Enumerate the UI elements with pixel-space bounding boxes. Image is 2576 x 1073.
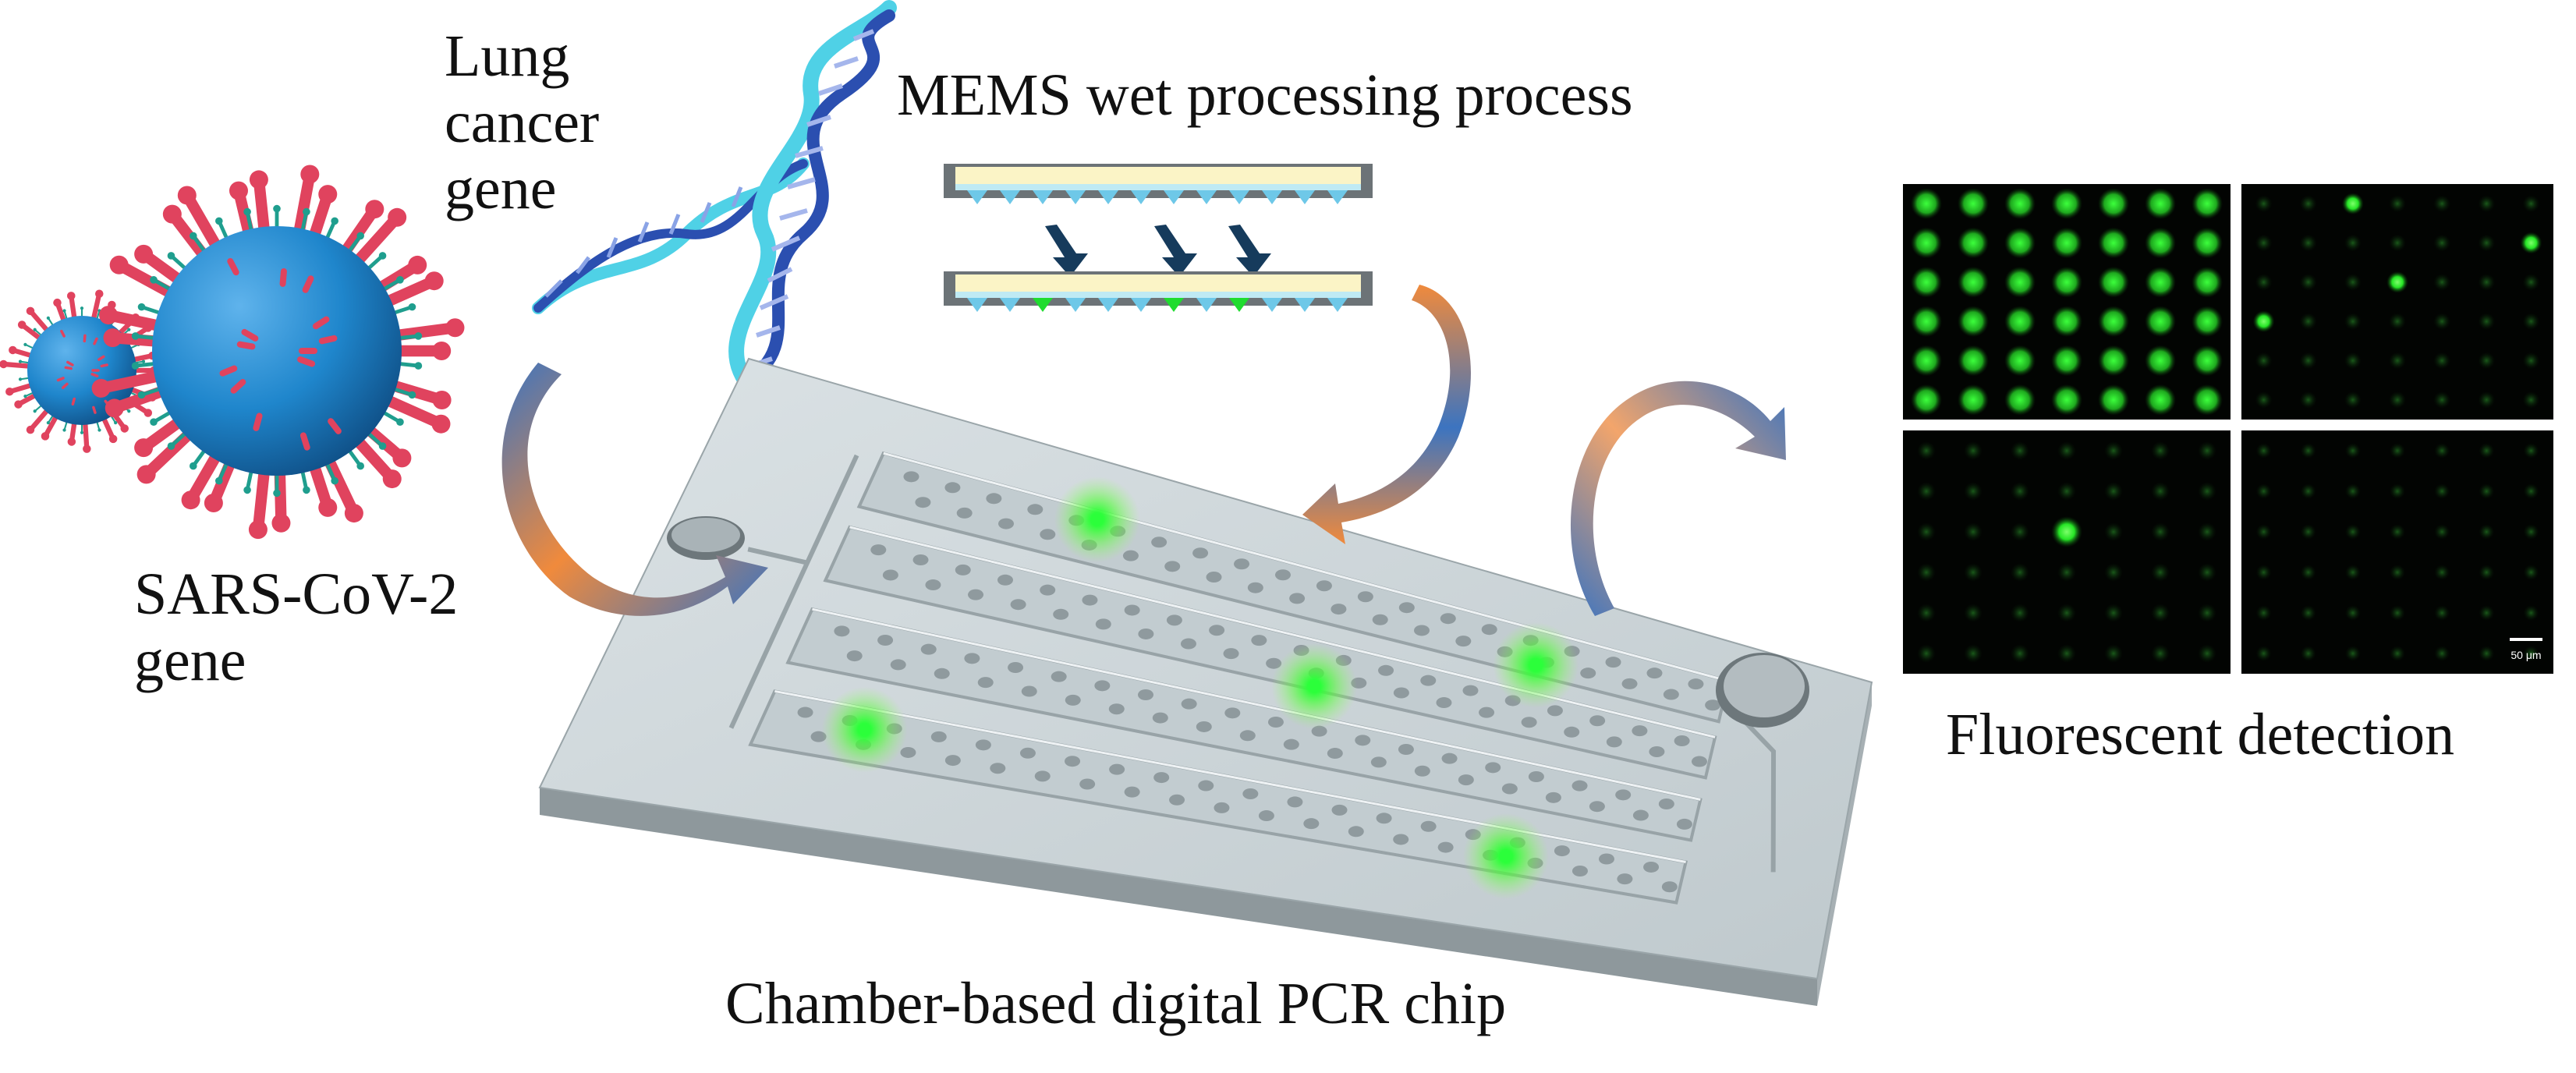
fluorescence-images: 50 μm	[1903, 184, 2553, 674]
mems-process-label: MEMS wet processing process	[897, 62, 1633, 128]
lung-cancer-gene-label-line-3: gene	[445, 156, 557, 222]
fluorescence-panel-top-right	[2241, 184, 2553, 420]
mems-process-illustration	[944, 164, 1373, 312]
lung-cancer-gene-label: Lung cancer gene	[445, 23, 599, 222]
fluorescence-panel-top-left	[1903, 184, 2231, 420]
lung-cancer-gene-label-line-2: cancer	[445, 90, 600, 156]
scale-bar: 50 μm	[2510, 638, 2542, 661]
mems-process-arrows	[1045, 225, 1271, 277]
sars-cov-2-gene-label: SARS-CoV-2 gene	[134, 561, 458, 694]
flow-arrow-mems-to-chip	[1302, 285, 1471, 544]
scale-bar-label: 50 μm	[2510, 649, 2541, 661]
sars-cov-2-gene-label-line-2: gene	[134, 628, 246, 694]
chip-outlet-icon	[1716, 653, 1809, 728]
fluorescent-detection-label: Fluorescent detection	[1946, 702, 2455, 767]
mems-layer-bottom	[944, 271, 1373, 312]
fluorescence-panel-bottom-right	[2241, 430, 2553, 674]
flow-arrow-sample-to-chip	[501, 363, 768, 616]
dna-helix-large-icon	[728, 0, 897, 398]
fluorescent-chamber-glows	[821, 476, 1579, 899]
sars-cov-2-virus-small-icon	[0, 289, 158, 453]
sars-cov-2-virus-large-icon	[91, 165, 465, 540]
chip-label: Chamber-based digital PCR chip	[725, 971, 1507, 1036]
digital-pcr-chip	[538, 357, 1873, 1006]
sars-cov-2-gene-label-line-1: SARS-CoV-2	[134, 561, 459, 627]
lung-cancer-gene-label-line-1: Lung	[445, 23, 570, 89]
mems-layer-top	[944, 164, 1373, 204]
chip-inlet-icon	[667, 516, 745, 560]
fluorescence-panel-bottom-left	[1903, 430, 2231, 674]
flow-arrow-chip-to-detection	[1570, 381, 1786, 616]
